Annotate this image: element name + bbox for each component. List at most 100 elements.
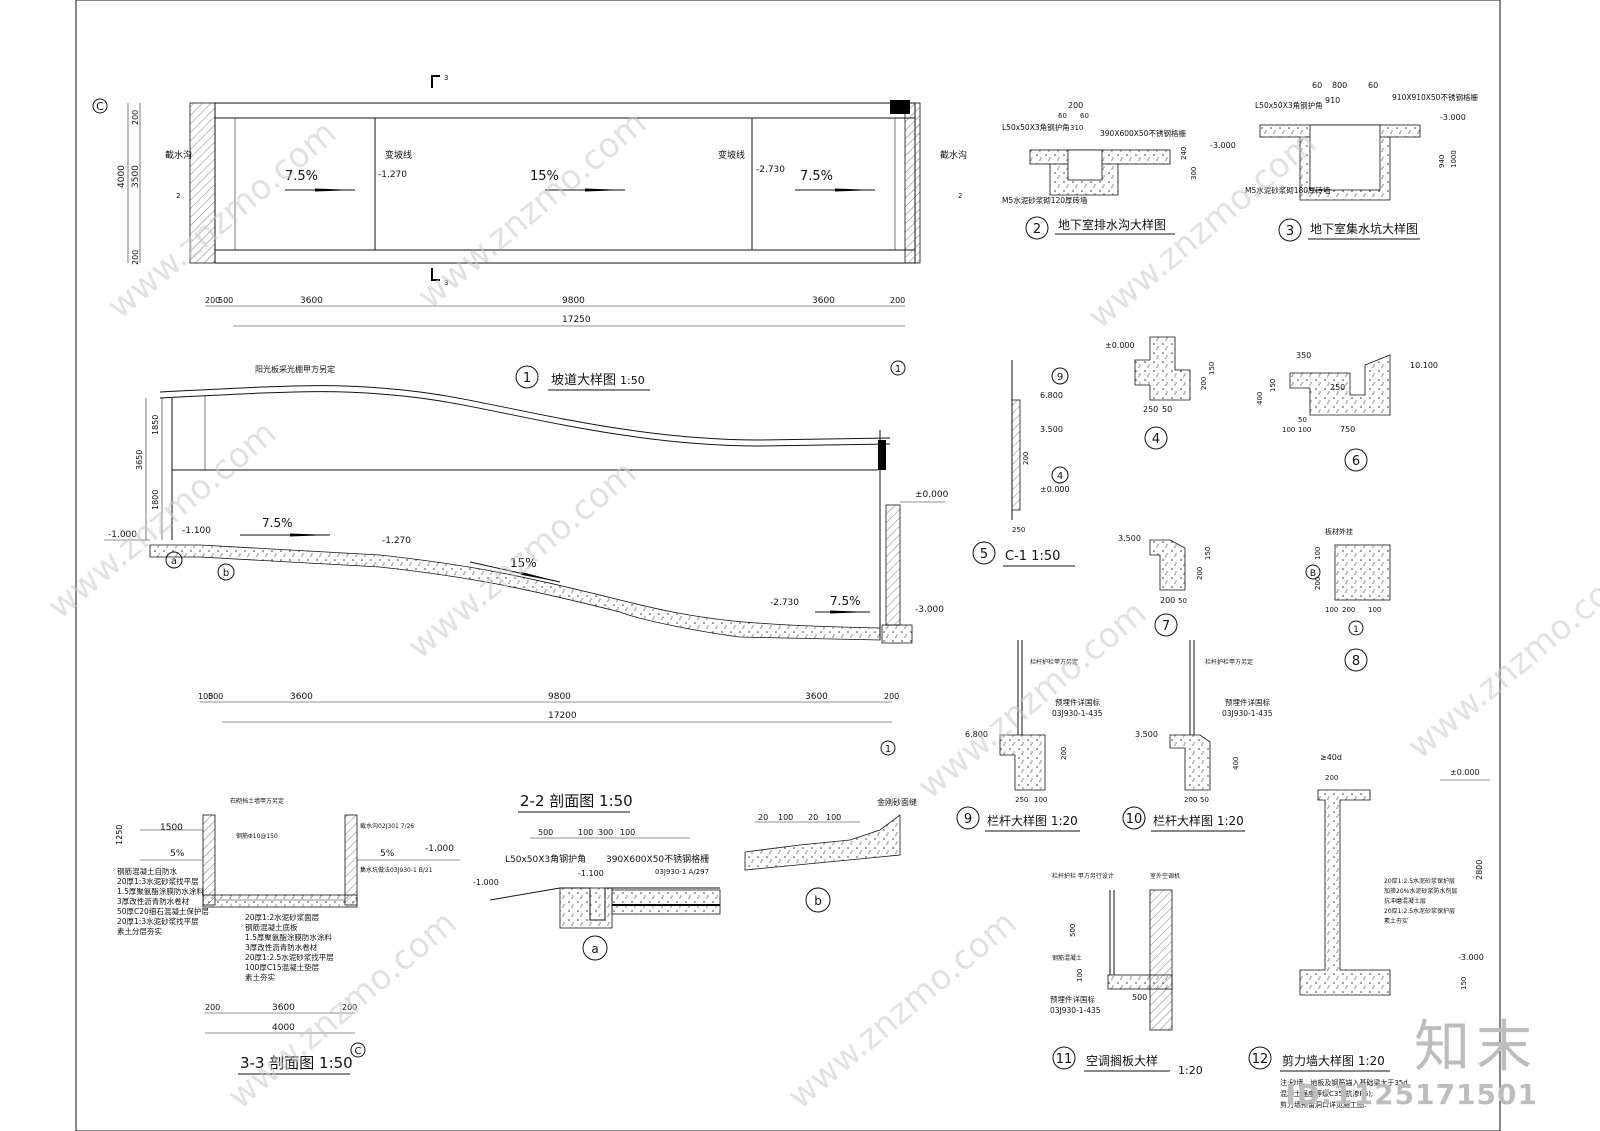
ramp-elev-3000: -3.000 [915,605,944,615]
d3-number: 3 [1286,224,1294,239]
d4-elev: ±0.000 [1105,341,1135,350]
s22-label-grate: 390X600X50不锈钢格栅 [606,853,709,865]
d6-profile [1289,354,1391,416]
section33-slab [202,894,358,908]
axis-bubble-c [92,98,108,114]
ramp-section-axis-top: 1 [895,364,901,375]
d12-footnote-1: 注:砂墙、地板及钢筋锚入基础梁大于35d. [1280,1078,1410,1087]
d5-mark-9: 9 [1057,372,1063,383]
d12-notes: 20厚1:2.5水泥砂浆保护层 加掺20%水泥砂浆防水剂层 抗冲磨混凝土层 20… [1384,877,1457,925]
d4-profile [1134,336,1191,401]
detail-b: 20 100 20 100 金刚砂面缝 b [744,797,917,913]
axis-label: C [96,100,104,113]
d10-title: 栏杆大样图 1:20 [1153,813,1244,828]
plan-slope-1: 7.5% [285,169,318,184]
ramp-total-dim: 17200 [548,711,577,721]
d12-note-4: 素土夯实 [1384,917,1408,925]
watermark-7: www.znzmo.com [780,903,1024,1117]
db-slab [744,814,901,871]
detail-7: 3.500 200 50 200 150 7 [1118,534,1212,637]
s22-title: 2-2 剖面图 1:50 [520,792,633,810]
d3-dim-60a: 60 [1312,81,1322,90]
plan-bottom-dim-200: 200 [205,296,220,305]
d8-dim-100c: 100 [1314,547,1322,560]
d11-title: 空调搁板大样 [1086,1053,1158,1068]
s33-note-5: 50厚C20细石混凝土保护层 [117,906,209,916]
d11-dim-100: 100 [1076,969,1084,982]
d2-elev: -3.000 [1210,141,1236,150]
s22-trench [559,887,613,929]
d6-elev: 10.100 [1410,361,1438,370]
s33-rnote-5: 100厚C15混凝土垫层 [245,962,320,972]
detail-5-c1: 9 4 6.800 3.500 ±0.000 250 200 5 C-1 1:5… [972,360,1075,567]
plan-bottom-dim-3600b: 3600 [812,296,835,306]
ramp-title-number: 1 [523,371,531,386]
d9-elev: 6.800 [965,730,988,739]
s22-dim-100b: 100 [620,828,635,837]
s33-size-label: 钢筋Φ10@150 [236,832,278,840]
d9-title: 栏杆大样图 1:20 [987,813,1078,828]
d2-dim-300: 300 [1190,167,1198,180]
s33-note-7: 素土分层夯实 [117,926,162,936]
d12-note-1: 加掺20%水泥砂浆防水剂层 [1384,887,1457,895]
db-detail-mark: b [814,894,822,908]
d10-elev: 3.500 [1135,730,1158,739]
s22-label-angle: L50x50X3角钢护角 [505,853,586,865]
d10-profile [1169,734,1211,791]
d7-profile [1149,539,1186,591]
s22-elev-2: -1.100 [578,869,604,878]
d12-note-0: 20厚1:2.5水泥砂浆保护层 [1384,877,1455,885]
s33-ref-2: 集水坑做法03J930-1 B/21 [360,866,433,874]
plan-slope-2: 15% [530,169,559,184]
ramp-bottom-dim-200: 200 [884,692,899,701]
section-mark-2-left: 2 [176,192,180,200]
d2-dim-60a: 60 [1058,112,1067,120]
brand-id: ID:1125171501 [1285,1078,1538,1111]
d11-scale: 1:20 [1178,1064,1203,1077]
change-line-label-2: 变坡线 [718,149,745,161]
d2-label-wall: M5水泥砂浆砌120厚砖墙 [1002,195,1088,205]
d11-dim-500h: 500 [1132,993,1147,1002]
s33-rnote-6: 素土夯实 [245,972,275,982]
detail-3-sump: 60 800 60 910 L50x50X3角钢护角 910X910X50不锈钢… [1245,81,1478,242]
d3-dim-60b: 60 [1368,81,1378,90]
d2-dim-310: 310 [1070,124,1083,132]
plan-dim-4000: 4000 [117,165,127,188]
s33-rnote-0: 20厚1:2水泥砂浆面层 [245,912,320,922]
s33-rnote-4: 20厚1:2.5水泥砂浆找平层 [245,952,334,962]
d10-dim-200: 200 [1184,796,1197,804]
d9-top-label: 栏杆护栏甲方另定 [1030,658,1078,666]
s22-dim-100a: 100 [578,828,593,837]
d4-dim-250: 250 [1143,405,1158,414]
d8-dim-100a: 100 [1325,606,1338,614]
s33-note-1: 钢筋混凝土自防水 [117,866,177,876]
d11-label-railing: 栏杆护栏 甲方另行设计 [1052,872,1114,880]
d6-dim-100a: 100 [1282,426,1295,434]
d3-dim-910: 910 [1325,96,1340,105]
d3-dim-940: 940 [1438,155,1446,168]
d6-dim-400: 400 [1256,392,1264,405]
ramp-elev-2730: -2.730 [770,598,799,608]
ramp-detail-a-mark: a [171,556,177,567]
s33-wall-note: 石砌挡土墙甲方另定 [230,797,284,805]
s33-rnote-3: 3厚改性沥青防水卷材 [245,942,318,952]
s33-bottom-dim-200a: 200 [205,1003,220,1012]
d7-dim-150: 150 [1204,547,1212,560]
d5-elev-000: ±0.000 [1040,485,1070,494]
ramp-section: 1 阳光板采光棚甲方另定 3650 1850 1800 -1.000 -1.10… [104,360,949,756]
d9-number: 9 [964,812,972,827]
ramp-title-text: 坡道大样图 [551,373,616,388]
d6-dim-150: 150 [1269,379,1277,392]
canopy-label: 阳光板采光棚甲方另定 [255,364,335,374]
d9-label: 预埋件详国标 [1055,697,1100,707]
plan-bottom-dim-500: 500 [218,296,233,305]
ramp-bottom-dim-3600a: 3600 [290,692,313,702]
s22-dim-500: 500 [538,828,553,837]
detail-12-shear-wall: ≥40d 200 ±0.000 2800 -3.000 150 20厚1:2.5… [1248,753,1490,1109]
brand-logo: 知末 [1414,1015,1538,1080]
ramp-height-3650: 3650 [135,450,144,470]
d9-profile [999,734,1046,791]
d5-dim-200: 200 [1022,452,1030,465]
plan-total-dim: 17250 [562,315,591,325]
d7-dim-50: 50 [1178,597,1187,605]
